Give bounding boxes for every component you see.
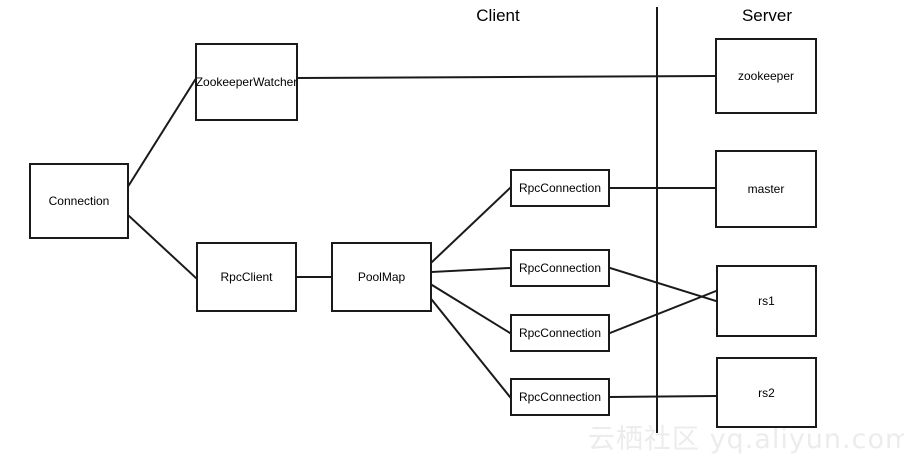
edges-group xyxy=(127,74,718,399)
node-rpcclient[interactable]: RpcClient xyxy=(196,242,297,312)
edge-connection-to-rpcclient xyxy=(127,214,198,280)
node-master[interactable]: master xyxy=(715,150,817,228)
edge-rpcconnection-4-to-rs2 xyxy=(608,394,718,399)
node-label: RpcConnection xyxy=(518,326,602,340)
node-label: ZookeeperWatcher xyxy=(195,75,298,89)
node-rs2[interactable]: rs2 xyxy=(716,357,817,428)
node-label: master xyxy=(747,182,785,196)
edge-connection-to-zookeeperwatcher xyxy=(127,78,197,187)
edge-poolmap-to-rpcconnection-4 xyxy=(430,298,512,399)
edge-poolmap-to-rpcconnection-3 xyxy=(430,283,512,335)
node-label: rs2 xyxy=(758,385,775,400)
node-rpcconnection-1[interactable]: RpcConnection xyxy=(510,169,610,207)
node-label: RpcConnection xyxy=(518,261,602,275)
watermark-text: 云栖社区 yq.aliyun.com xyxy=(588,424,904,455)
edge-poolmap-to-rpcconnection-2 xyxy=(430,266,512,274)
edge-poolmap-to-rpcconnection-1 xyxy=(430,186,512,264)
edge-zookeeperwatcher-to-zookeeper xyxy=(296,74,717,80)
node-rpcconnection-4[interactable]: RpcConnection xyxy=(510,378,610,416)
node-connection[interactable]: Connection xyxy=(29,163,129,239)
node-rs1[interactable]: rs1 xyxy=(716,265,817,337)
node-label: RpcConnection xyxy=(518,390,602,404)
node-label: RpcConnection xyxy=(518,181,602,195)
node-poolmap[interactable]: PoolMap xyxy=(331,242,432,312)
client-zone-label: Client xyxy=(476,6,520,25)
edge-rpcconnection-2-to-rs1 xyxy=(608,266,718,303)
node-label: PoolMap xyxy=(357,270,406,284)
node-zookeeper[interactable]: zookeeper xyxy=(715,38,817,114)
node-label: RpcClient xyxy=(220,270,273,284)
node-label: Connection xyxy=(48,194,110,208)
edge-rpcconnection-3-to-rs1 xyxy=(608,289,718,335)
node-zookeeperwatcher[interactable]: ZookeeperWatcher xyxy=(195,43,298,121)
node-label: rs1 xyxy=(758,294,775,308)
node-label: zookeeper xyxy=(737,69,795,83)
node-rpcconnection-2[interactable]: RpcConnection xyxy=(510,249,610,287)
server-zone-label: Server xyxy=(741,6,793,25)
node-rpcconnection-3[interactable]: RpcConnection xyxy=(510,314,610,352)
